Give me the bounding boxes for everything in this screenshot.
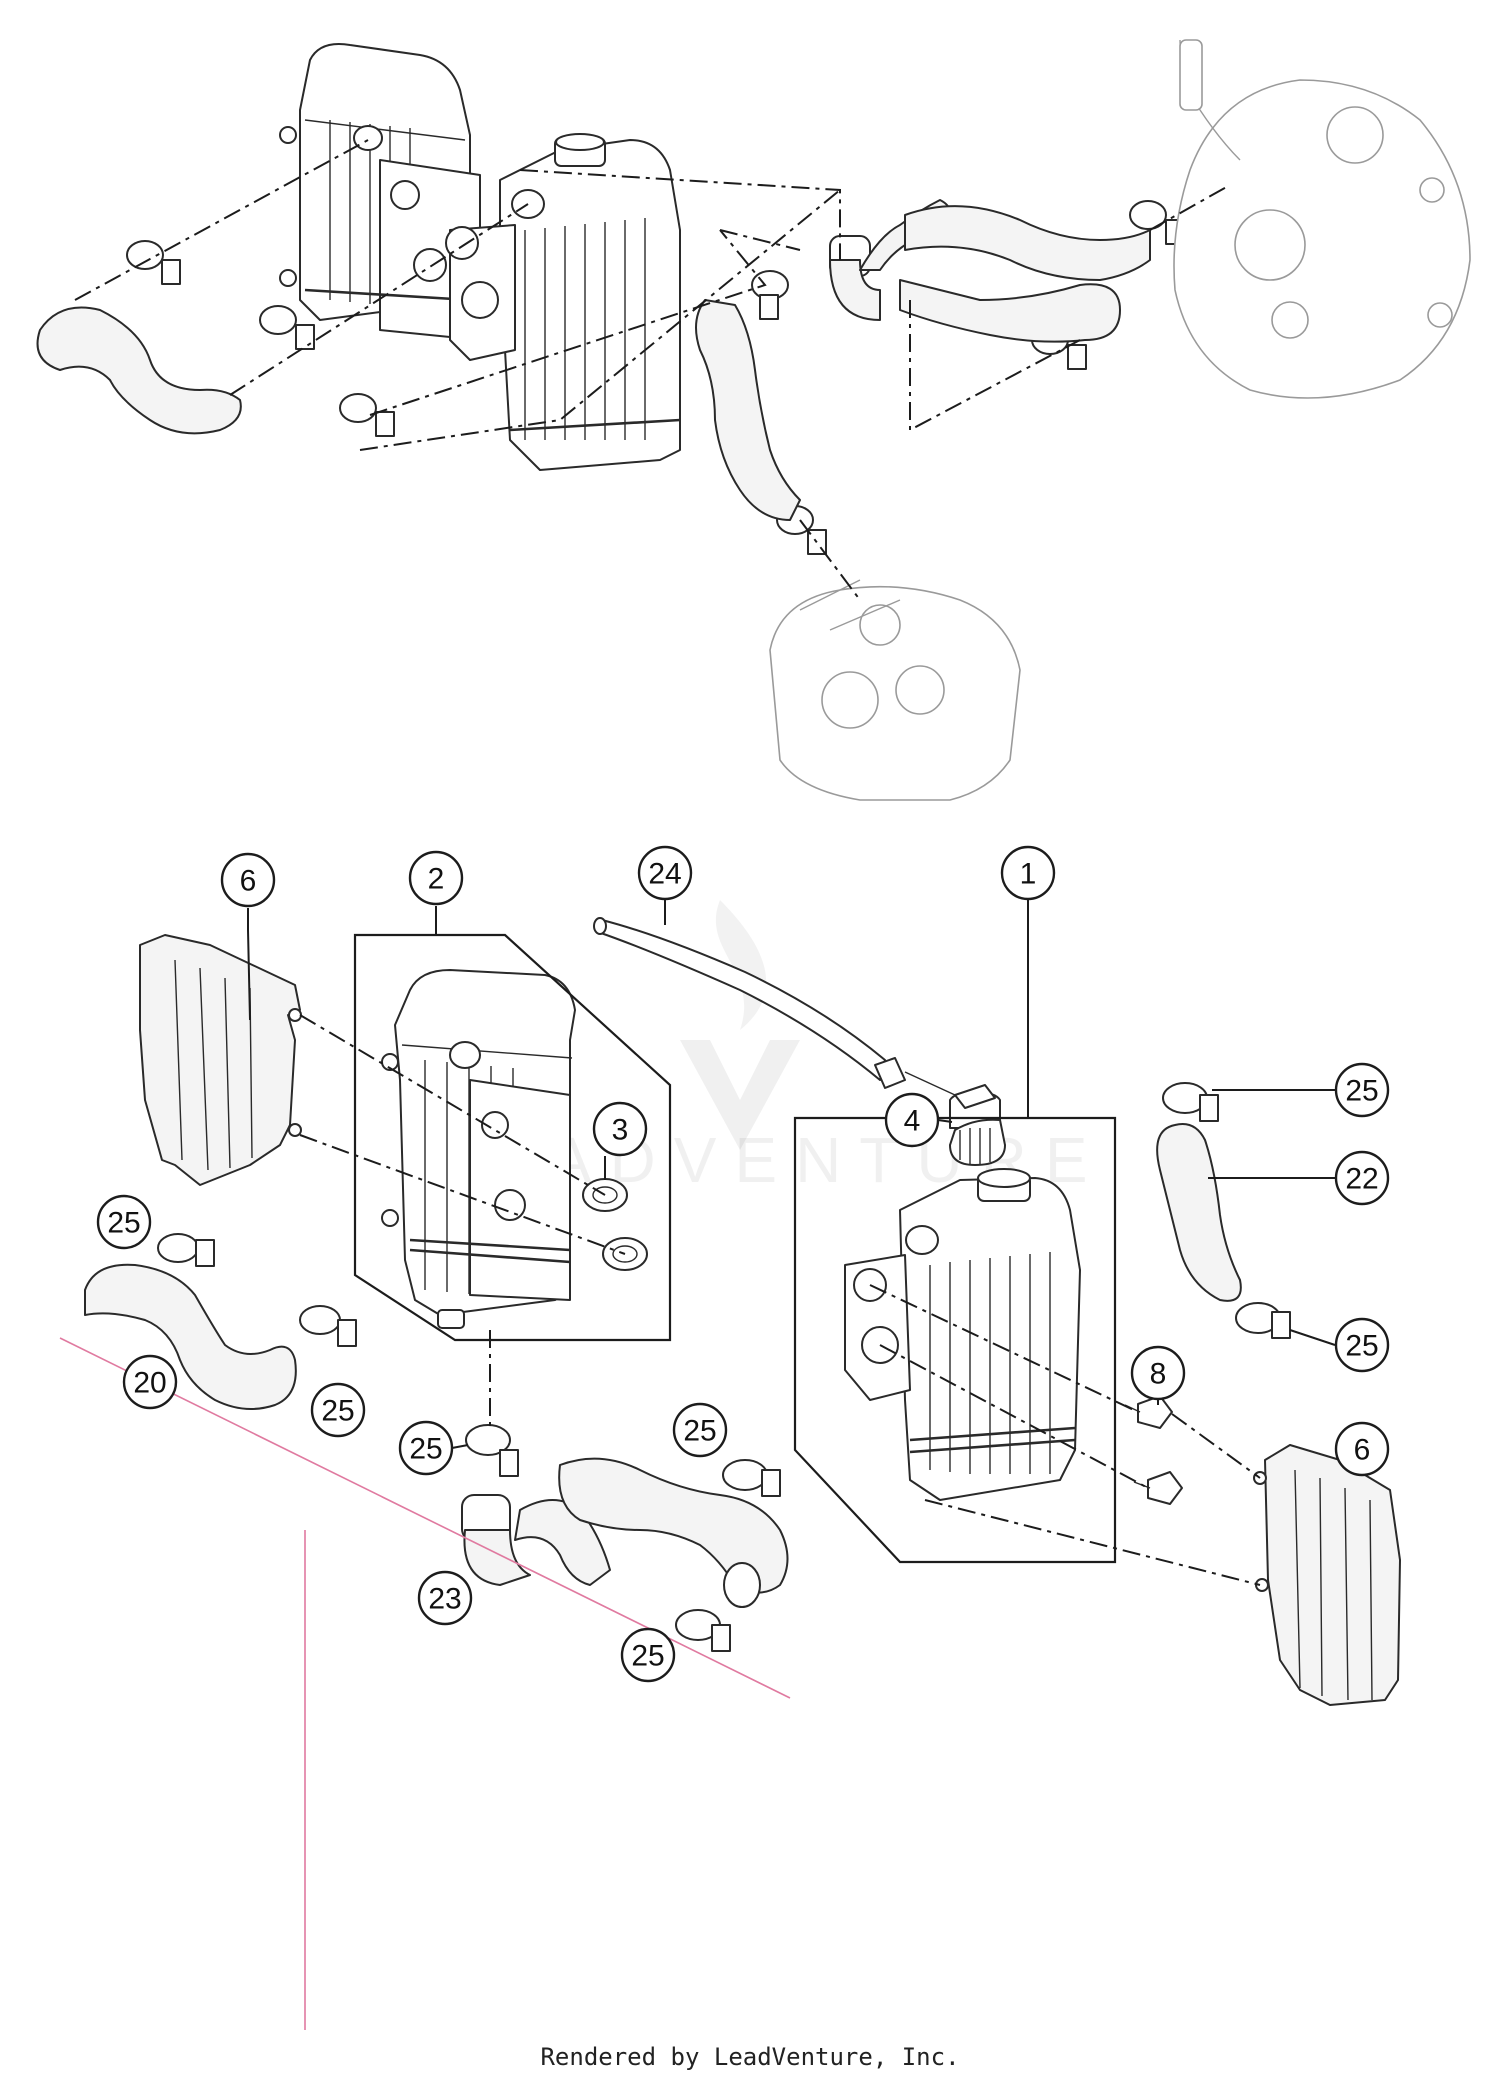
- callout-label: 25: [1345, 1075, 1378, 1108]
- callout-label: 6: [1354, 1434, 1371, 1467]
- callout-22: 22: [1208, 1150, 1390, 1206]
- overview-right-radiator: [445, 133, 681, 471]
- clamp: [1235, 1302, 1291, 1339]
- callouts: 6 2 24 1 3 4 2: [96, 845, 1390, 1683]
- overview-cylinder: [769, 579, 1021, 801]
- callout-25-center: 25: [398, 1420, 469, 1476]
- callout-23: 23: [417, 1570, 473, 1626]
- callout-label: 1: [1020, 858, 1037, 891]
- callout-label: 25: [683, 1415, 716, 1448]
- callout-label: 3: [612, 1114, 629, 1147]
- callout-24: 24: [637, 845, 693, 925]
- callout-label: 25: [1345, 1330, 1378, 1363]
- callout-2: 2: [408, 850, 464, 935]
- callout-25-top-right: 25: [1212, 1062, 1390, 1118]
- callout-4: 4: [884, 1092, 953, 1148]
- clamp: [465, 1424, 519, 1477]
- overview-cylinder-hose: [695, 299, 801, 521]
- overview-left-radiator: [279, 43, 481, 341]
- vent-hose: [593, 917, 956, 1096]
- radiator-left: [381, 969, 576, 1329]
- shroud-left: [139, 934, 302, 1186]
- callout-6-left: 6: [220, 852, 276, 1021]
- callout-6-right: 6: [1334, 1421, 1390, 1477]
- clamp: [675, 1609, 731, 1652]
- exploded-dash-lines: [299, 1014, 1261, 1586]
- hose-right: [1156, 1123, 1242, 1302]
- bolts: [1124, 1395, 1183, 1505]
- callout-3: 3: [592, 1101, 648, 1180]
- shroud-right: [1253, 1444, 1401, 1706]
- footer-credit: Rendered by LeadVenture, Inc.: [540, 2043, 959, 2071]
- callout-label: 25: [321, 1395, 354, 1428]
- callout-label: 24: [648, 858, 681, 891]
- callout-label: 22: [1345, 1163, 1378, 1196]
- clamps: [157, 1082, 1291, 1652]
- overview-dash-lines: [74, 139, 1231, 601]
- filler-cap: [949, 1084, 1006, 1166]
- callout-label: 23: [428, 1583, 461, 1616]
- callout-25-center-right: 25: [672, 1402, 728, 1458]
- assembly-frames: [353, 933, 1117, 1564]
- hose-lower: [461, 1457, 789, 1608]
- callout-20: 20: [122, 1354, 178, 1410]
- radiator-right: [844, 1168, 1081, 1501]
- callout-25-bottom: 25: [620, 1627, 676, 1683]
- clamp: [299, 1305, 357, 1347]
- callout-label: 25: [631, 1640, 664, 1673]
- callout-label: 6: [240, 865, 257, 898]
- overview-assembly: [36, 39, 1471, 801]
- callout-label: 8: [1150, 1358, 1167, 1391]
- callout-label: 25: [409, 1433, 442, 1466]
- callout-25-right-low: 25: [1289, 1317, 1390, 1373]
- callout-label: 2: [428, 863, 445, 896]
- clamp: [1162, 1082, 1219, 1122]
- clamp: [722, 1459, 781, 1497]
- overview-left-hose: [36, 306, 242, 435]
- overview-engine-cover: [1173, 39, 1471, 399]
- callout-label: 4: [904, 1105, 921, 1138]
- callout-1: 1: [1000, 845, 1056, 1118]
- overview-right-hoses: [829, 199, 1151, 343]
- callout-25-left-mid: 25: [310, 1382, 366, 1438]
- hose-left: [84, 1263, 297, 1410]
- overview-clamps: [126, 200, 1185, 555]
- clamp: [157, 1233, 215, 1267]
- callout-25-left-top: 25: [96, 1194, 152, 1250]
- callout-8: 8: [1130, 1345, 1186, 1405]
- callout-label: 25: [107, 1207, 140, 1240]
- callout-label: 20: [133, 1367, 166, 1400]
